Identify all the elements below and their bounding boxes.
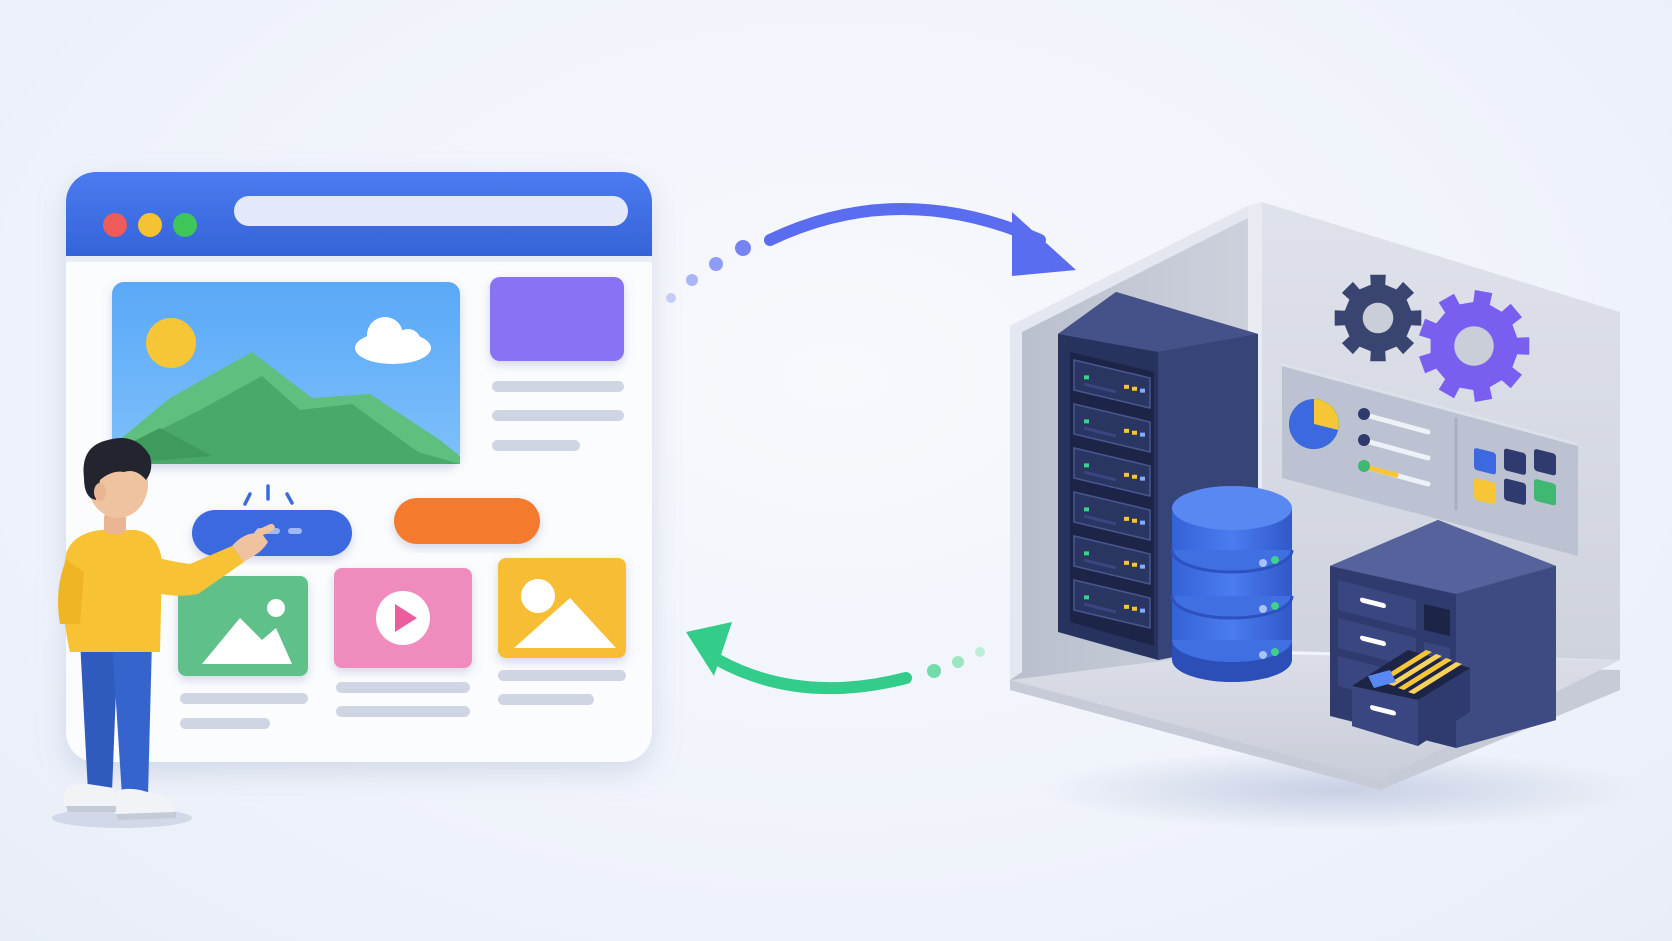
window-maximize-dot[interactable] bbox=[173, 213, 197, 237]
mountain-glyph bbox=[202, 618, 292, 664]
window-minimize-dot[interactable] bbox=[138, 213, 162, 237]
gear-icon bbox=[1334, 274, 1422, 362]
text-line bbox=[498, 670, 626, 681]
sun-glyph bbox=[267, 599, 285, 617]
text-line bbox=[180, 693, 308, 704]
text-line bbox=[180, 718, 270, 729]
cloud-icon bbox=[355, 317, 431, 364]
secondary-button[interactable] bbox=[394, 498, 540, 544]
click-burst-icon bbox=[243, 484, 294, 506]
sun-icon bbox=[146, 318, 196, 368]
text-line bbox=[492, 381, 624, 392]
header-divider bbox=[66, 256, 652, 262]
file-cabinet-icon bbox=[1330, 520, 1556, 748]
text-line bbox=[336, 682, 470, 693]
pie-chart-icon bbox=[1288, 399, 1339, 450]
text-line bbox=[492, 410, 624, 421]
play-icon[interactable] bbox=[376, 591, 430, 645]
request-arrow-icon bbox=[666, 203, 1076, 303]
gear-icon bbox=[1419, 290, 1530, 402]
mountain-glyph bbox=[514, 598, 616, 648]
rack-units bbox=[1073, 359, 1151, 629]
person-icon bbox=[52, 438, 275, 828]
text-line bbox=[498, 694, 594, 705]
rack-unit bbox=[1073, 359, 1151, 409]
text-line bbox=[492, 440, 580, 451]
response-arrow-icon bbox=[686, 622, 985, 695]
tile-grid bbox=[1474, 448, 1556, 506]
address-bar[interactable] bbox=[234, 196, 628, 226]
text-line bbox=[336, 706, 470, 717]
button-label-bar bbox=[288, 528, 302, 534]
rack-unit bbox=[1073, 447, 1151, 497]
slider-icon[interactable] bbox=[1358, 408, 1431, 487]
hero-image-card bbox=[112, 282, 460, 464]
rack-unit bbox=[1073, 579, 1151, 629]
rack-unit bbox=[1073, 403, 1151, 453]
rack-unit bbox=[1073, 491, 1151, 541]
sun-glyph bbox=[521, 579, 555, 613]
purple-card bbox=[490, 277, 624, 361]
rack-unit bbox=[1073, 535, 1151, 585]
database-icon bbox=[1170, 486, 1294, 682]
window-close-dot[interactable] bbox=[103, 213, 127, 237]
control-panel bbox=[1278, 362, 1578, 556]
